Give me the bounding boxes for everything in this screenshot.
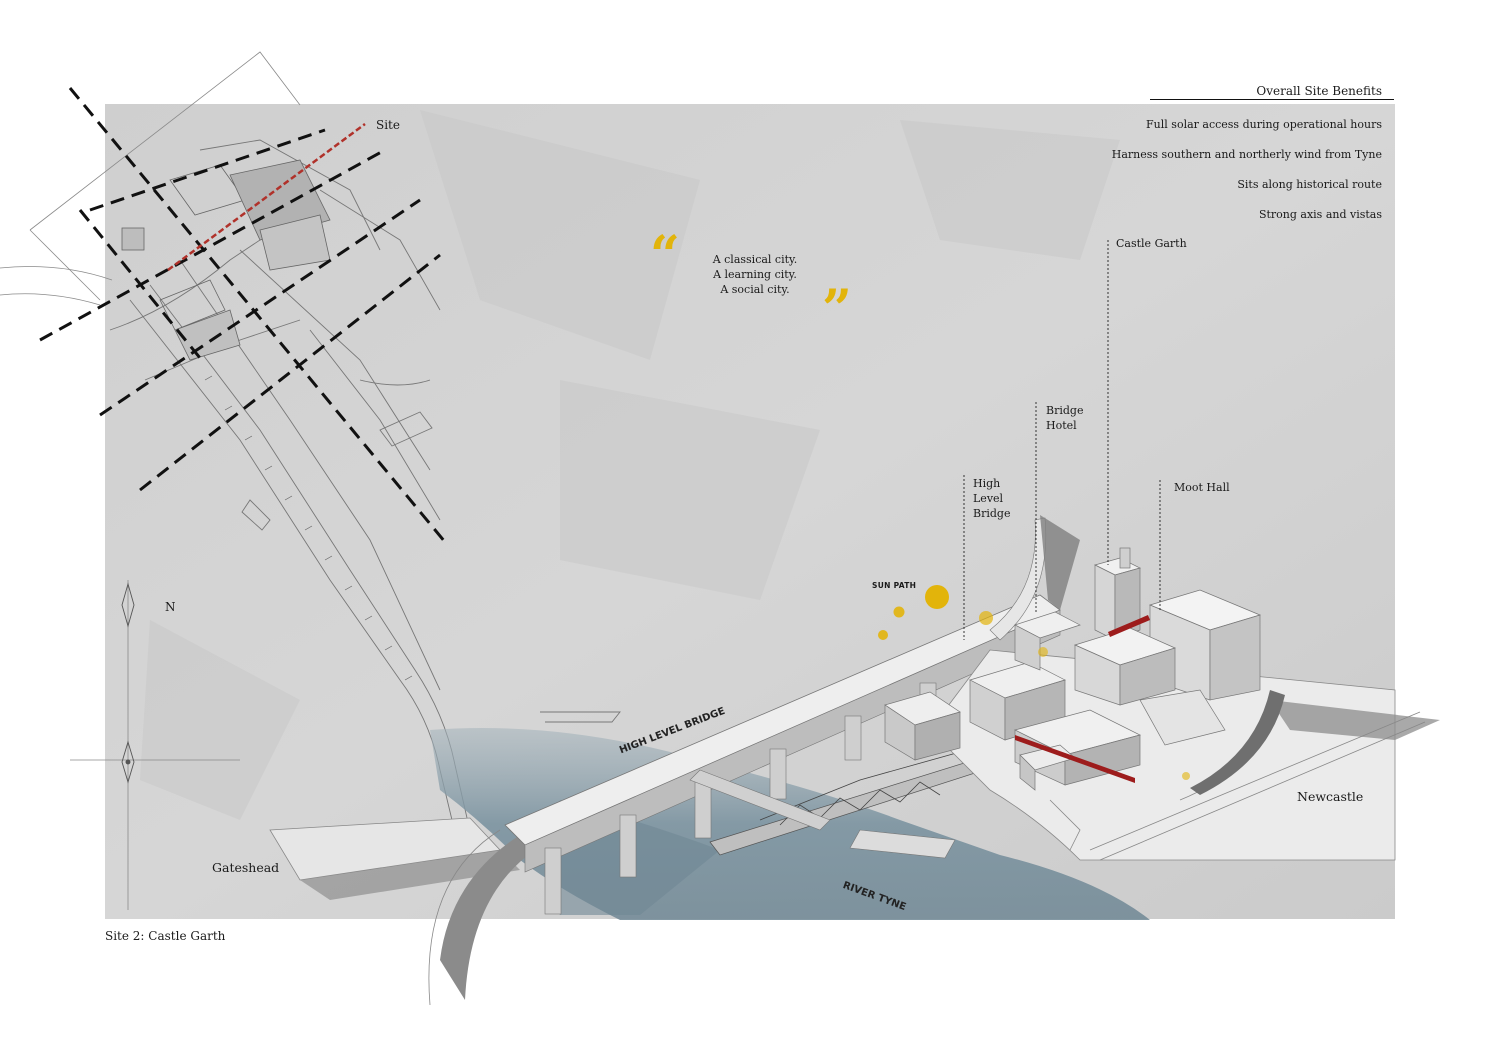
- north-label: N: [165, 600, 176, 614]
- lower-deck: [689, 769, 831, 831]
- label-line: Level: [973, 492, 1004, 505]
- bridge-ramp-outline: [428, 829, 501, 1006]
- north-arrow: [121, 582, 135, 784]
- benefit-item: Strong axis and vistas: [1258, 208, 1382, 221]
- benefits-heading: Overall Site Benefits: [1256, 84, 1382, 98]
- quote-line: A social city.: [720, 283, 790, 296]
- bridge-shadow-north: [1040, 515, 1080, 610]
- gateshead-ground-shadow: [300, 850, 520, 900]
- moot-hall-label: Moot Hall: [1174, 481, 1230, 494]
- high-level-bridge-side: [524, 609, 1061, 873]
- bridge-curve-north: [989, 517, 1047, 641]
- label-line: Bridge: [1046, 404, 1084, 417]
- heading-underline: [1150, 99, 1394, 100]
- label-line: Bridge: [973, 507, 1011, 520]
- quote-line: A learning city.: [713, 268, 797, 281]
- newcastle-ground-shadow: [1270, 700, 1440, 740]
- quote-open-mark: “: [650, 225, 680, 286]
- label-line: Hotel: [1046, 419, 1077, 432]
- site-red-axis: [167, 122, 366, 272]
- building-red-highlights: [1015, 615, 1150, 783]
- bridge-hotel-label: Bridge Hotel: [1046, 403, 1083, 433]
- frame-outlines: [0, 51, 301, 910]
- benefit-item: Sits along historical route: [1237, 178, 1382, 191]
- label-line: High: [973, 477, 1001, 490]
- gateshead-label: Gateshead: [212, 860, 280, 875]
- city-quote: A classical city. A learning city. A soc…: [690, 252, 820, 297]
- newcastle-label: Newcastle: [1297, 789, 1364, 804]
- quote-close-mark: ”: [822, 279, 852, 340]
- map-bridge-hatching: [204, 375, 413, 681]
- castle-garth-label: Castle Garth: [1116, 237, 1187, 250]
- newcastle-ramp: [1190, 690, 1285, 795]
- sun-path: [878, 585, 1190, 780]
- quote-line: A classical city.: [712, 253, 798, 266]
- benefit-item: Harness southern and northerly wind from…: [1111, 148, 1382, 161]
- site-label: Site: [376, 118, 400, 132]
- river-barge: [849, 829, 956, 859]
- figure-caption: Site 2: Castle Garth: [105, 929, 226, 943]
- sun-path-label: SUN PATH: [872, 581, 917, 590]
- castle-garth-buildings: [884, 547, 1262, 791]
- panel-texture: [140, 110, 1120, 820]
- label-leader-lines: [963, 240, 1161, 640]
- site-axes: [39, 87, 447, 543]
- high-level-bridge-label: High Level Bridge: [973, 476, 1010, 521]
- benefit-item: Full solar access during operational hou…: [1146, 118, 1382, 131]
